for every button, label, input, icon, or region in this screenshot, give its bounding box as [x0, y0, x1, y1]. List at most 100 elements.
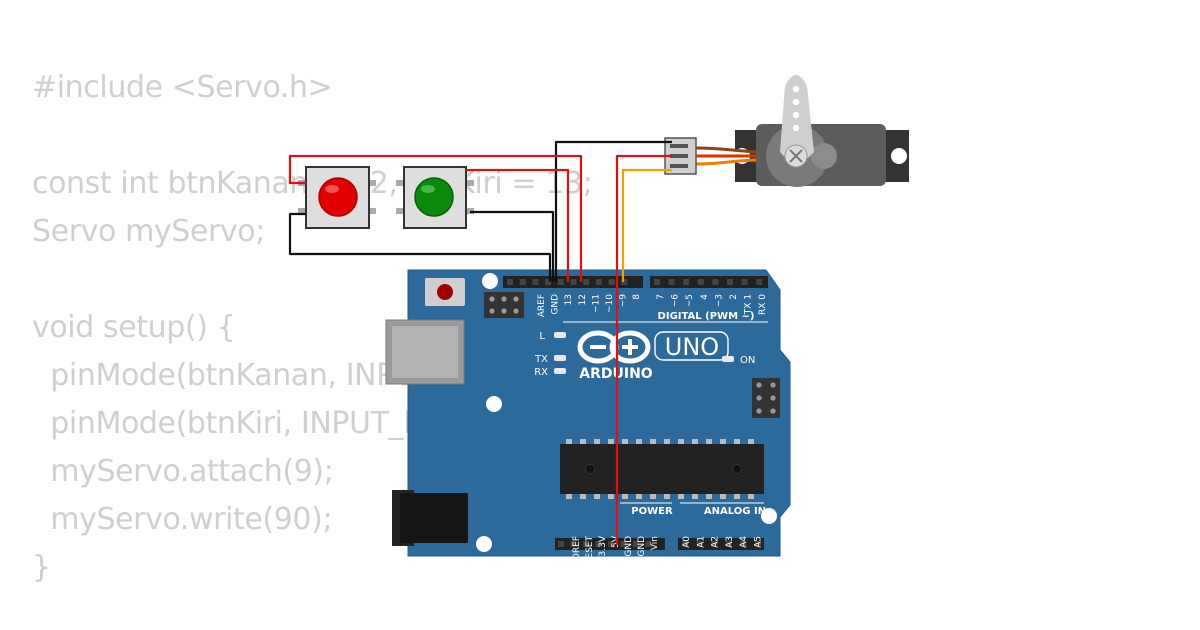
- chip-pin: [608, 439, 614, 444]
- pin-label: IOREF: [572, 536, 582, 563]
- wire-orange-pin9[interactable]: [621, 168, 672, 282]
- servo-motor[interactable]: [664, 75, 909, 187]
- chip-pin: [664, 494, 670, 499]
- header-pin-hole[interactable]: [532, 279, 539, 285]
- chip-pin: [580, 439, 586, 444]
- wire-red-5v[interactable]: [615, 154, 672, 545]
- wire-red-pin13[interactable]: [466, 168, 570, 282]
- pin-label: AREF: [537, 294, 547, 317]
- chip-pin: [678, 494, 684, 499]
- led-on: [722, 356, 734, 362]
- header-pin-hole[interactable]: [683, 279, 690, 285]
- header-pin-hole[interactable]: [583, 279, 590, 285]
- mount-hole: [486, 396, 502, 412]
- pin-label: 7: [656, 294, 666, 300]
- chip-pin: [734, 439, 740, 444]
- header-pin-hole[interactable]: [755, 541, 761, 547]
- servo-connector-pin: [670, 154, 688, 158]
- header-pin-hole[interactable]: [682, 541, 688, 547]
- servo-horn[interactable]: [780, 75, 814, 162]
- header-pin-hole[interactable]: [595, 541, 602, 547]
- chip-pin: [692, 494, 698, 499]
- header-pin-hole[interactable]: [668, 279, 675, 285]
- led-on-label: ON: [740, 355, 755, 366]
- chip-pin: [608, 494, 614, 499]
- pin-label: ~9: [619, 294, 629, 308]
- chip-pin: [636, 494, 642, 499]
- power-jack: [400, 493, 468, 543]
- chip-pin: [622, 494, 628, 499]
- header-pin-hole[interactable]: [712, 279, 719, 285]
- header-pin-hole[interactable]: [645, 541, 652, 547]
- code-line: #include <Servo.h>: [32, 70, 333, 105]
- chip-pin: [594, 439, 600, 444]
- code-line: myServo.write(90);: [32, 502, 333, 537]
- digital-header-right: [650, 276, 768, 288]
- header-pin-hole[interactable]: [654, 279, 660, 285]
- header-pin-hole[interactable]: [608, 279, 615, 285]
- servo-mount-hole: [891, 148, 907, 164]
- pin-label: A1: [696, 536, 706, 548]
- pin-label: 13: [564, 294, 574, 305]
- pin-label: RX 0: [758, 294, 768, 315]
- header-pin-hole[interactable]: [696, 541, 703, 547]
- header-pin-hole[interactable]: [608, 541, 614, 547]
- wires[interactable]: [288, 140, 672, 545]
- servo-screw-cross: [789, 149, 803, 163]
- header-pin-hole[interactable]: [570, 279, 577, 285]
- wire-red-pin12[interactable]: [288, 154, 583, 282]
- header-pin-hole[interactable]: [558, 541, 564, 547]
- led-tx: [554, 355, 566, 361]
- servo-horn-hole: [792, 124, 800, 132]
- led-l: [554, 332, 566, 338]
- pushbutton-green[interactable]: [396, 166, 474, 229]
- code-line: void setup() {: [32, 310, 236, 345]
- chip-pin: [734, 494, 740, 499]
- pin-label: ~11: [591, 294, 601, 313]
- header-pin-hole[interactable]: [697, 279, 704, 285]
- mount-hole: [476, 536, 492, 552]
- header-pin-hole[interactable]: [583, 541, 589, 547]
- servo-gear-small: [811, 143, 837, 169]
- wire-black-gnd-buttons[interactable]: [470, 210, 555, 282]
- header-pin-hole[interactable]: [519, 279, 526, 285]
- chip-pin: [650, 439, 656, 444]
- header-pin-hole[interactable]: [633, 541, 639, 547]
- atmega-chip: [560, 439, 764, 499]
- code-line: }: [32, 550, 51, 585]
- chip-pin: [566, 494, 572, 499]
- chip-pin: [594, 494, 600, 499]
- chip-pin: [664, 439, 670, 444]
- pin-label: A0: [682, 536, 692, 548]
- servo-horn-hole: [792, 111, 800, 119]
- header-pin-hole[interactable]: [756, 279, 763, 285]
- wire-black-gnd-buttons-return[interactable]: [288, 212, 552, 282]
- header-pin-hole[interactable]: [570, 541, 577, 547]
- chip-pin: [636, 439, 642, 444]
- code-line: Servo myServo;: [32, 214, 265, 249]
- header-pin-hole[interactable]: [740, 541, 747, 547]
- header-pin-hole[interactable]: [545, 279, 552, 285]
- servo-lead-orange: [695, 158, 757, 166]
- pin-label: TX 1: [744, 294, 754, 315]
- header-pin-hole[interactable]: [621, 279, 628, 285]
- header-pin-hole[interactable]: [595, 279, 602, 285]
- header-pin-hole[interactable]: [727, 279, 733, 285]
- header-pin-hole[interactable]: [620, 541, 627, 547]
- header-pin-hole[interactable]: [725, 541, 732, 547]
- pin-label: RESET: [585, 536, 595, 565]
- chip-pin: [748, 494, 754, 499]
- servo-horn-hole: [792, 98, 800, 106]
- header-pin-hole[interactable]: [557, 279, 564, 285]
- header-pin-hole[interactable]: [741, 279, 748, 285]
- header-pin-hole[interactable]: [507, 279, 513, 285]
- wire-black-gnd-servo[interactable]: [554, 140, 672, 282]
- chip-pin: [650, 494, 656, 499]
- pushbutton-red[interactable]: [298, 166, 376, 229]
- header-pin-hole[interactable]: [711, 541, 718, 547]
- pin-label: ~3: [714, 294, 724, 307]
- reset-button[interactable]: [437, 284, 453, 300]
- uno-badge: [654, 331, 729, 361]
- pin-label: ~5: [685, 294, 695, 307]
